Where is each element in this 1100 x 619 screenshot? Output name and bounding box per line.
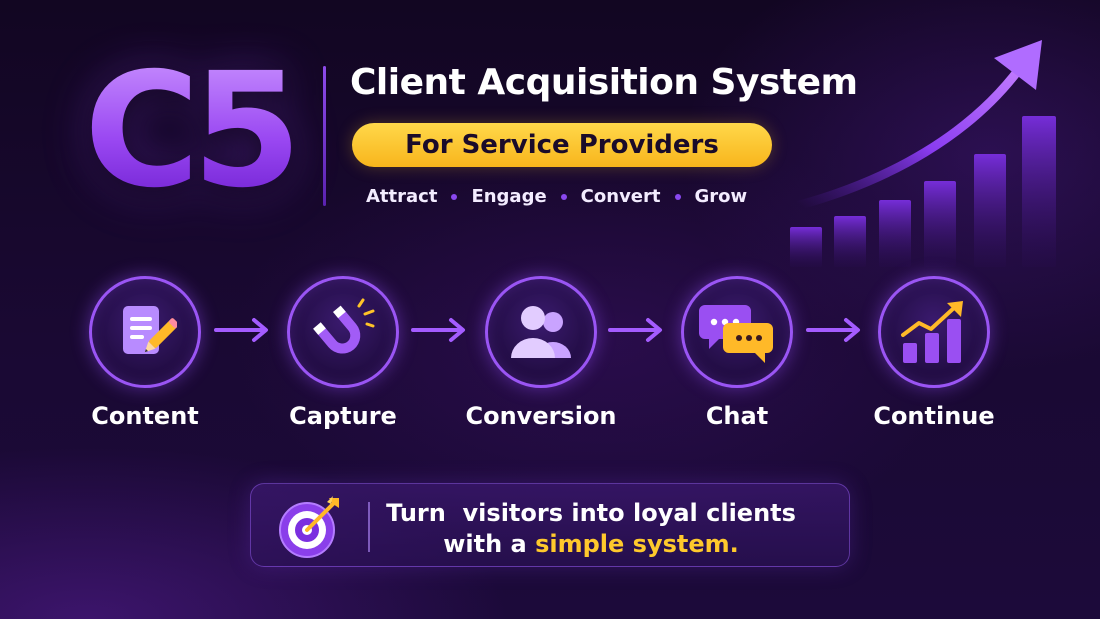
page-title: Client Acquisition System xyxy=(350,62,858,103)
header-divider xyxy=(323,66,326,206)
value-banner: Turn visitors into loyal clients with a … xyxy=(250,483,850,567)
tagline-word: Grow xyxy=(694,186,748,207)
step-chat: Chat xyxy=(652,276,822,430)
tagline-word: Engage xyxy=(471,186,547,207)
step-label: Capture xyxy=(289,402,397,430)
subtitle-badge: For Service Providers xyxy=(352,123,772,167)
bullet-dot xyxy=(674,193,681,200)
step-conversion: Conversion xyxy=(456,276,626,430)
step-circle xyxy=(681,276,793,388)
arrow-right-icon xyxy=(214,318,268,342)
step-circle xyxy=(485,276,597,388)
step-circle xyxy=(287,276,399,388)
step-label: Content xyxy=(91,402,199,430)
step-label: Chat xyxy=(705,402,769,430)
arrow-right-icon xyxy=(806,318,860,342)
tagline-word: Attract xyxy=(366,186,438,207)
step-capture: Capture xyxy=(258,276,428,430)
bullet-dot xyxy=(560,193,567,200)
arrow-right-icon xyxy=(608,318,662,342)
step-circle xyxy=(89,276,201,388)
tagline-word: Convert xyxy=(580,186,661,207)
step-continue: Continue xyxy=(849,276,1019,430)
target-arrow-icon xyxy=(279,496,339,558)
banner-highlight: simple system. xyxy=(535,530,739,558)
banner-line-2: with a simple system. xyxy=(371,529,811,560)
banner-divider xyxy=(368,502,370,552)
subtitle-text: For Service Providers xyxy=(405,130,719,160)
arrow-right-icon xyxy=(411,318,465,342)
bullet-dot xyxy=(451,193,458,200)
banner-line-1: Turn visitors into loyal clients xyxy=(386,499,796,527)
magnet-icon xyxy=(313,298,375,354)
users-icon xyxy=(511,306,571,358)
c5-logo: C5 xyxy=(84,39,302,223)
banner-message: Turn visitors into loyal clients with a … xyxy=(371,498,811,560)
step-content: Content xyxy=(60,276,230,430)
step-label: Conversion xyxy=(465,402,617,430)
tagline: Attract Engage Convert Grow xyxy=(366,186,747,207)
chat-bubbles-icon xyxy=(699,305,773,363)
step-label: Continue xyxy=(873,402,995,430)
growth-bars-arrow-icon xyxy=(790,40,1056,267)
banner-line-2-prefix: with a xyxy=(443,530,536,558)
growth-chart-icon xyxy=(901,301,963,363)
document-pencil-icon xyxy=(123,306,177,354)
step-circle xyxy=(878,276,990,388)
